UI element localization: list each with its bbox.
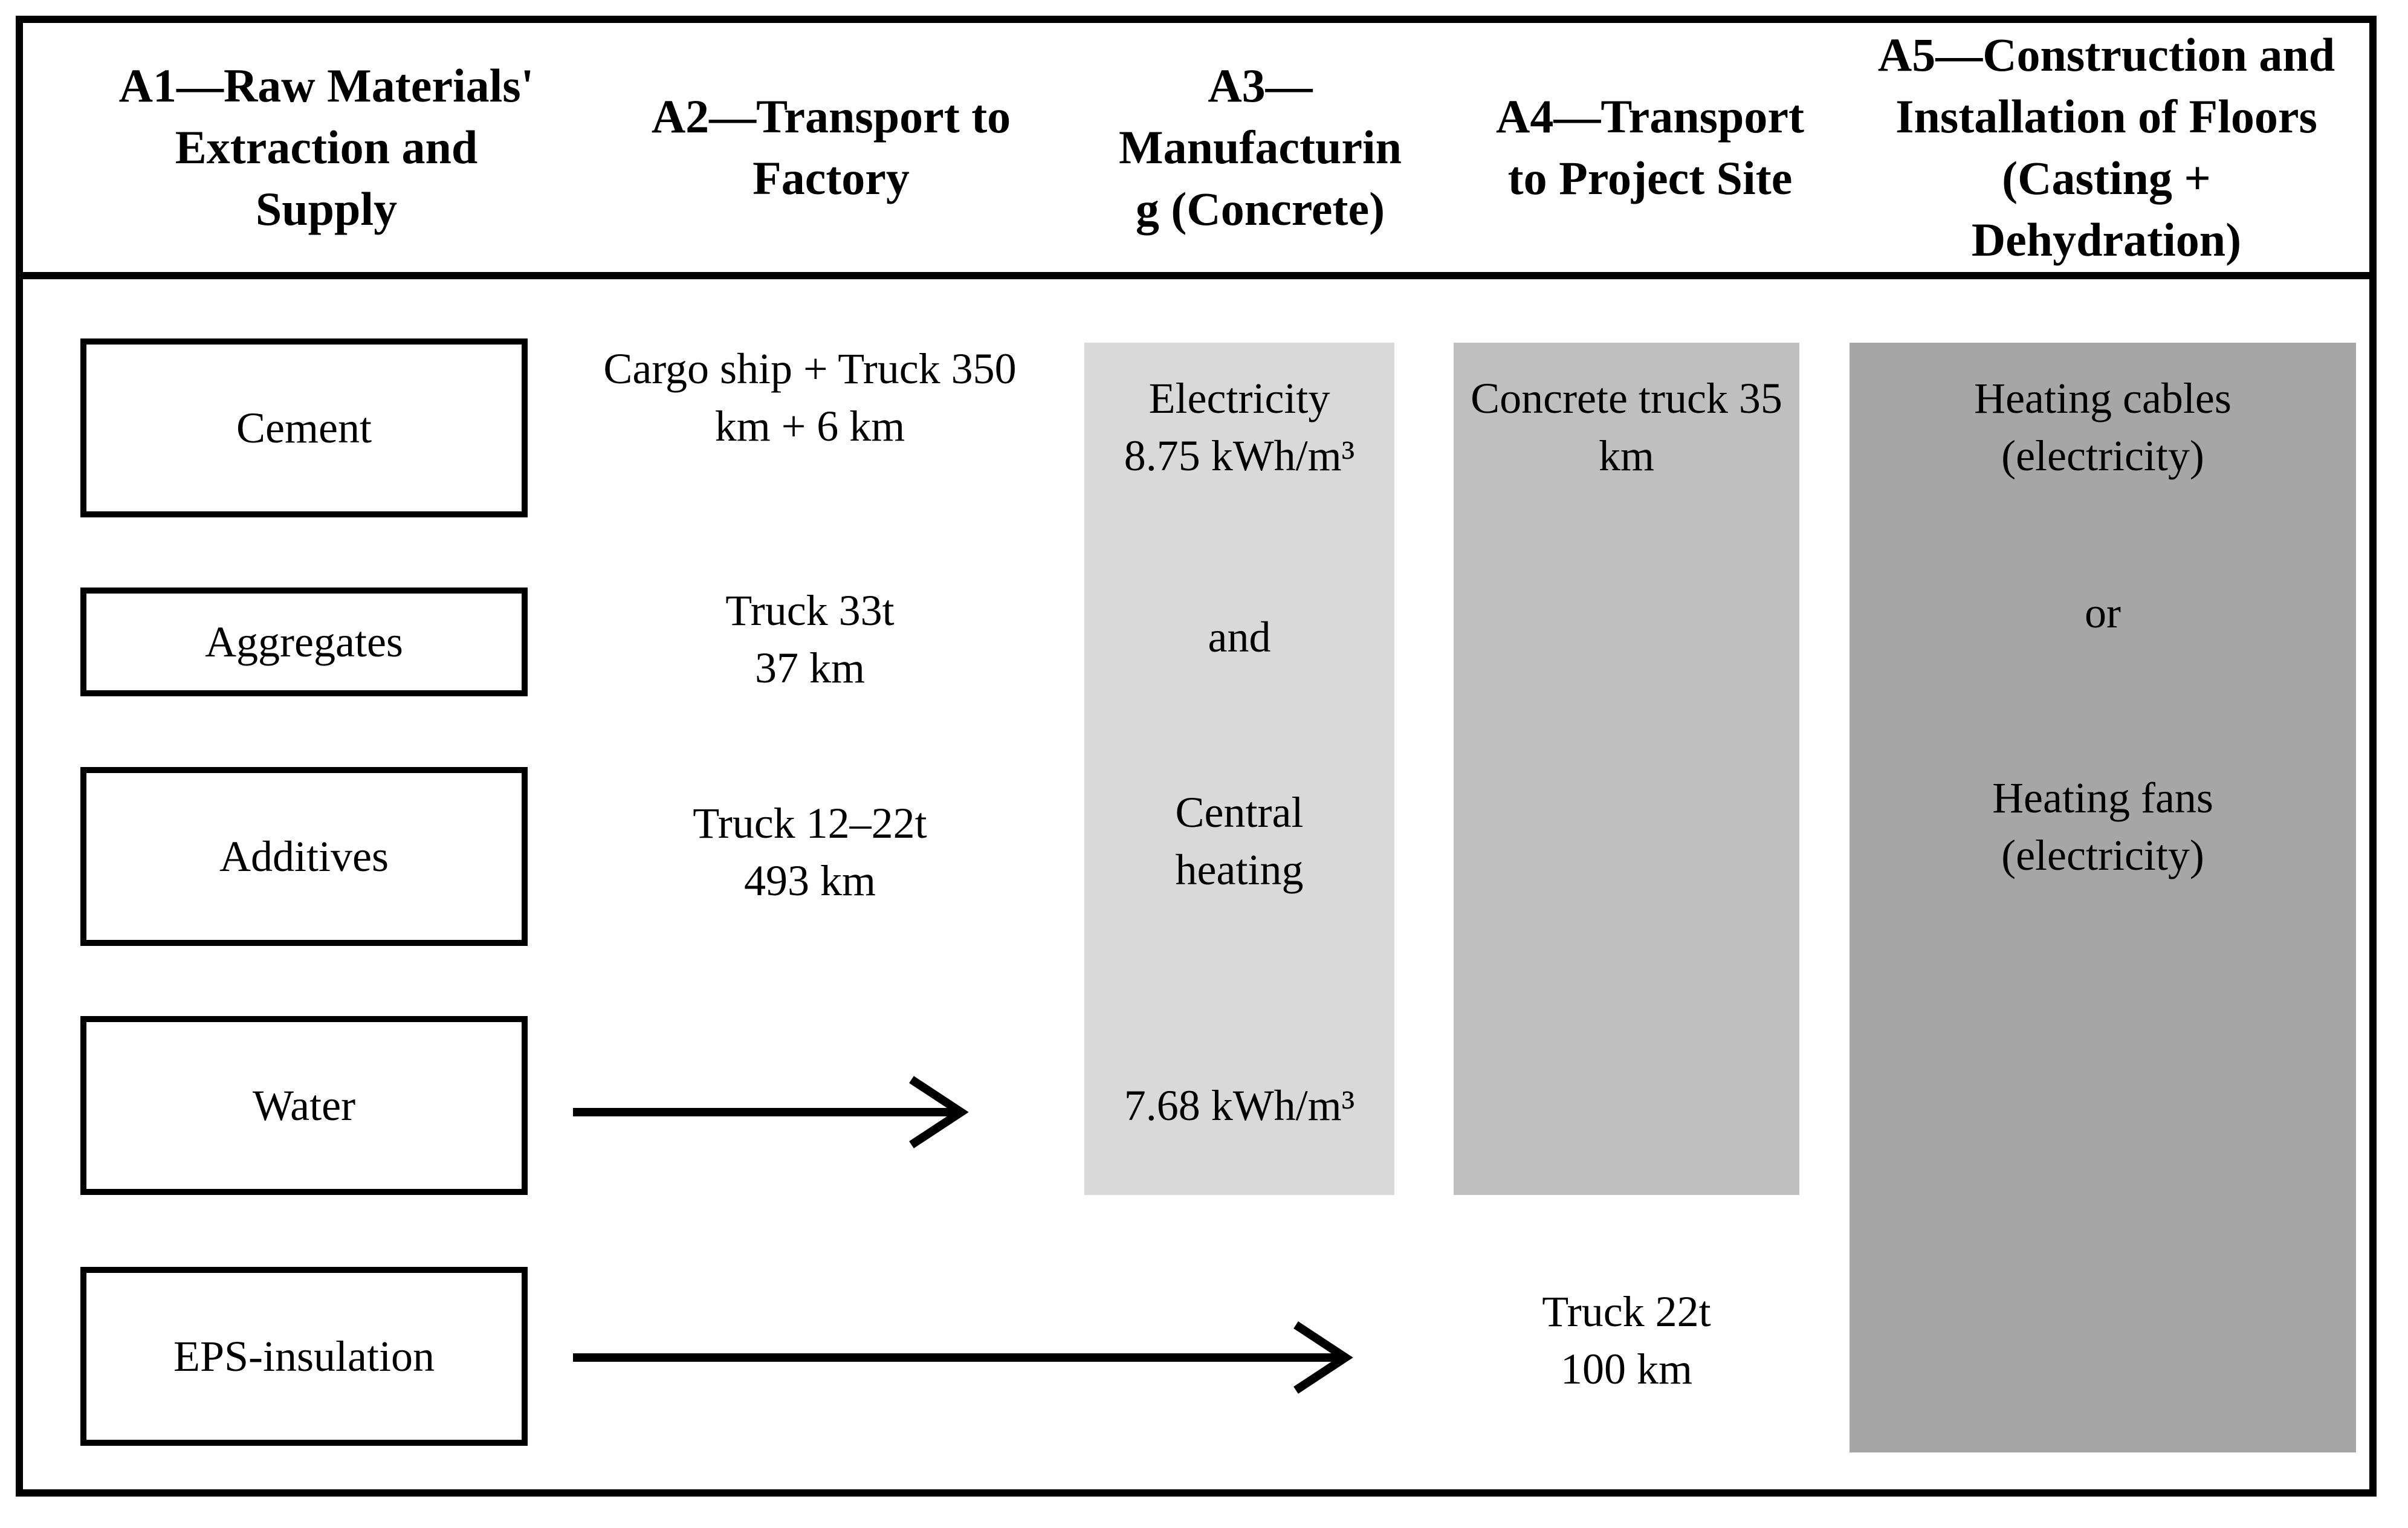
arrow-head-icon	[1293, 1321, 1353, 1394]
material-label-cement: Cement	[236, 403, 372, 452]
stage-header-a5: A5—Construction and Installation of Floo…	[1877, 28, 2335, 266]
a3-joiner-text: and	[1208, 613, 1271, 661]
a3-electricity-text: Electricity 8.75 kWh/m³	[1124, 374, 1355, 480]
material-label-water: Water	[252, 1081, 356, 1130]
panel-a5-construction: Heating cables (electricity) or Heating …	[1850, 343, 2356, 1452]
stage-header-a2: A2—Transport to Factory	[651, 90, 1011, 204]
a5-joiner-text: or	[2085, 589, 2121, 637]
material-box-additives: Additives	[80, 767, 528, 946]
a3-central-heating-text: Central heating	[1175, 788, 1304, 894]
material-label-additives: Additives	[219, 832, 389, 881]
panel-a3-manufacturing: Electricity 8.75 kWh/m³ and Central heat…	[1084, 343, 1394, 1195]
stage-header-a1: A1—Raw Materials' Extraction and Supply	[118, 59, 534, 235]
material-box-water: Water	[80, 1016, 528, 1195]
stage-header-a4: A4—Transport to Project Site	[1496, 90, 1804, 204]
a4-concrete-truck-text: Concrete truck 35 km	[1471, 374, 1782, 480]
route-note-aggregates: Truck 33t 37 km	[725, 586, 895, 692]
a5-heating-fans-text: Heating fans (electricity)	[1992, 774, 2213, 879]
eps-flow-arrow	[573, 1321, 1353, 1394]
material-label-aggregates: Aggregates	[205, 617, 403, 666]
stage-header-row: A1—Raw Materials' Extraction and Supply …	[23, 23, 2369, 279]
panel-a4-transport: Concrete truck 35 km	[1454, 343, 1799, 1195]
a4-eps-truck-text: Truck 22t 100 km	[1542, 1287, 1711, 1393]
a5-heating-cables-text: Heating cables (electricity)	[1974, 374, 2232, 480]
material-label-eps-insulation: EPS-insulation	[173, 1332, 435, 1381]
stage-header-a3: A3— Manufacturin g (Concrete)	[1119, 59, 1402, 235]
route-note-cement: Cargo ship + Truck 350 km + 6 km	[603, 345, 1017, 450]
arrow-head-icon	[909, 1076, 969, 1148]
material-box-eps-insulation: EPS-insulation	[80, 1267, 528, 1446]
water-flow-arrow	[573, 1076, 969, 1148]
diagram-frame: A1—Raw Materials' Extraction and Supply …	[16, 16, 2377, 1497]
material-box-cement: Cement	[80, 338, 528, 517]
material-box-aggregates: Aggregates	[80, 588, 528, 696]
route-note-additives: Truck 12–22t 493 km	[693, 799, 927, 905]
a3-water-energy-text: 7.68 kWh/m³	[1124, 1081, 1355, 1130]
